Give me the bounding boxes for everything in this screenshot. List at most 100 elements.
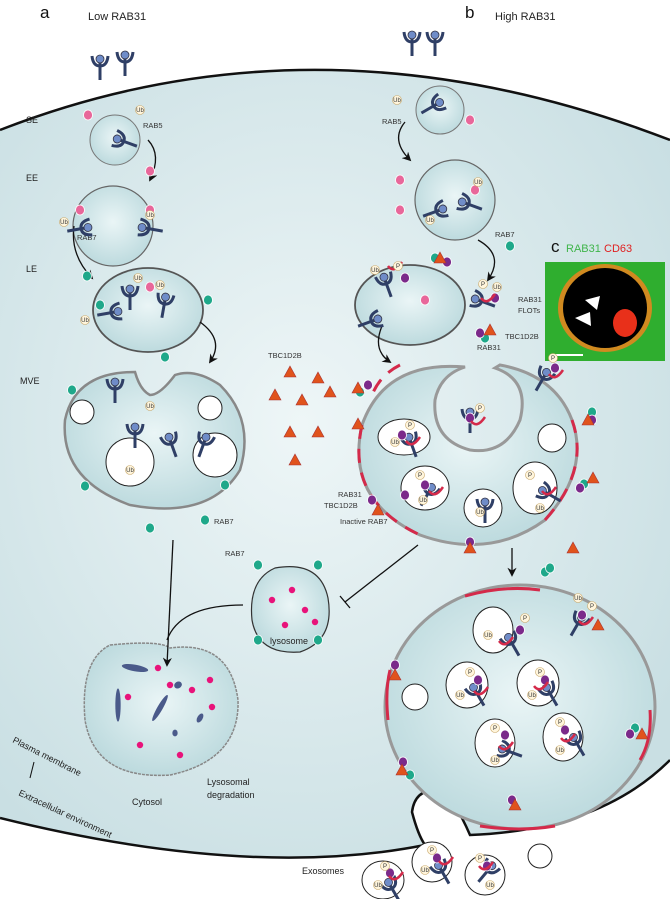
- flotillin-icon: [498, 741, 515, 751]
- panel-c-cd63-label: CD63: [604, 243, 632, 255]
- tbc1d2b-icon: [351, 417, 365, 430]
- ubiquitin-marker-circle: [485, 880, 495, 890]
- lysosome: [250, 566, 330, 653]
- ubiquitin-marker: Ub: [476, 510, 484, 516]
- arrowhead-marker: [585, 296, 600, 310]
- rab31-icon: [420, 479, 430, 491]
- rab31-icon: [550, 362, 560, 374]
- phospho-marker-circle: [535, 667, 545, 677]
- arrow-right-ee-to-le: [477, 239, 496, 282]
- rab31-icon: [475, 327, 485, 339]
- cargo-dot: [124, 693, 132, 701]
- phospho-marker: P: [430, 848, 434, 854]
- ubiquitin-marker-circle: [475, 507, 485, 517]
- tbc1d2b-icon: [268, 388, 282, 401]
- tbc1d2b-icon: [295, 393, 309, 406]
- plasma-membrane-pointer: [29, 761, 35, 779]
- ubiquitin-marker-circle: [133, 273, 143, 283]
- ubiquitin-marker-circle: [535, 503, 545, 513]
- inhibition-line: [339, 544, 419, 609]
- phospho-marker-circle: [427, 845, 437, 855]
- rab5-icon: [83, 109, 93, 121]
- rab7-icon: [505, 240, 515, 252]
- rab7-icon: [545, 562, 555, 574]
- phospho-marker-circle: [475, 853, 485, 863]
- ubiquitin-marker: Ub: [419, 498, 427, 504]
- ubiquitin-marker-circle: [492, 282, 502, 292]
- ilv: [542, 712, 584, 762]
- ubiquitin-marker-circle: [490, 755, 500, 765]
- right-late-endosome: [354, 264, 466, 346]
- ubiquitin-marker-circle: [373, 880, 383, 890]
- ilv: [472, 606, 514, 654]
- rab31-icon: [363, 379, 373, 391]
- degraded-cargo-icon: [172, 729, 178, 737]
- phospho-marker: P: [523, 616, 527, 622]
- cargo-dot: [281, 621, 289, 629]
- ubiquitin-marker-circle: [473, 177, 483, 187]
- rab7-icon: [160, 351, 170, 363]
- rab31-icon: [465, 412, 475, 424]
- left-rab5-label: RAB5: [143, 121, 163, 130]
- arrow-right-le-to-mve: [377, 325, 392, 364]
- rab7-icon: [203, 294, 213, 306]
- receptor-icon: [67, 217, 93, 237]
- ubiquitin-marker: Ub: [391, 440, 399, 446]
- phospho-marker-circle: [465, 667, 475, 677]
- rab31-icon: [400, 489, 410, 501]
- ilv: [512, 461, 558, 515]
- panel-b-letter: b: [465, 3, 474, 22]
- receptor-icon: [456, 192, 483, 211]
- ubiquitin-marker-circle: [418, 495, 428, 505]
- rab31-icon: [400, 272, 410, 284]
- ubiquitin-marker-circle: [80, 315, 90, 325]
- phospho-marker-circle: [587, 601, 597, 611]
- phospho-marker: P: [396, 264, 400, 270]
- ubiquitin-marker: Ub: [556, 748, 564, 754]
- rab7-icon: [253, 559, 263, 571]
- mve-rab31-label: RAB31: [338, 490, 362, 499]
- ubiquitin-marker: Ub: [421, 868, 429, 874]
- le-rab31-bottom-label: RAB31: [477, 343, 501, 352]
- left-mve-intraluminal-vesicle: [105, 437, 155, 487]
- free-tbc1d2b-label: TBC1D2B: [268, 351, 302, 360]
- phospho-marker: P: [493, 726, 497, 732]
- ubiquitin-marker: Ub: [156, 283, 164, 289]
- exosomes-label: Exosomes: [302, 866, 345, 876]
- phospho-marker-circle: [478, 279, 488, 289]
- ubiquitin-marker-circle: [145, 401, 155, 411]
- lysosome-rab7-label: RAB7: [225, 549, 245, 558]
- receptor-icon: [120, 284, 140, 310]
- rab7-icon: [95, 299, 105, 311]
- ubiquitin-marker: Ub: [134, 276, 142, 282]
- receptor-icon: [425, 30, 445, 56]
- cargo-dot: [166, 681, 174, 689]
- stage-le-label: LE: [26, 264, 37, 274]
- ubiquitin-marker-circle: [155, 280, 165, 290]
- rab7-icon: [313, 559, 323, 571]
- flotillin-icon: [578, 616, 595, 626]
- ubiquitin-marker: Ub: [536, 506, 544, 512]
- rab31-icon: [397, 429, 407, 441]
- receptor-icon: [97, 301, 123, 321]
- ubiquitin-marker: Ub: [491, 758, 499, 764]
- tbc1d2b-icon: [283, 365, 297, 378]
- degraded-cargo-icon: [121, 663, 149, 673]
- ubiquitin-marker: Ub: [146, 404, 154, 410]
- left-early-endosome: [72, 185, 154, 267]
- degraded-cargo-icon: [115, 688, 121, 722]
- tbc1d2b-icon: [323, 385, 337, 398]
- rab7-icon: [145, 522, 155, 534]
- ubiquitin-marker: Ub: [574, 596, 582, 602]
- phospho-marker-circle: [475, 403, 485, 413]
- receptor-icon: [115, 50, 135, 76]
- ubiquitin-marker-circle: [573, 593, 583, 603]
- right-rab5-label: RAB5: [382, 117, 402, 126]
- rab5-icon: [145, 165, 155, 177]
- degraded-cargo-icon: [152, 694, 168, 722]
- rab5-icon: [145, 281, 155, 293]
- phospho-marker-circle: [405, 420, 415, 430]
- tbc1d2b-icon: [508, 798, 522, 811]
- phospho-marker-circle: [525, 470, 535, 480]
